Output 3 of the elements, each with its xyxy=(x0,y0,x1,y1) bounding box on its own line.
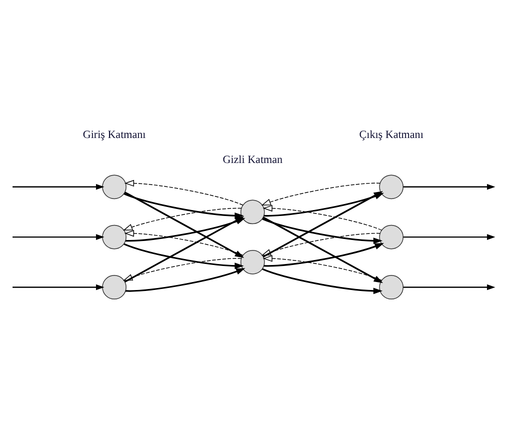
label: Gizli Katman xyxy=(222,154,282,166)
label: Çıkış Katmanı xyxy=(358,128,423,141)
label: Giriş Katmanı xyxy=(82,128,146,141)
